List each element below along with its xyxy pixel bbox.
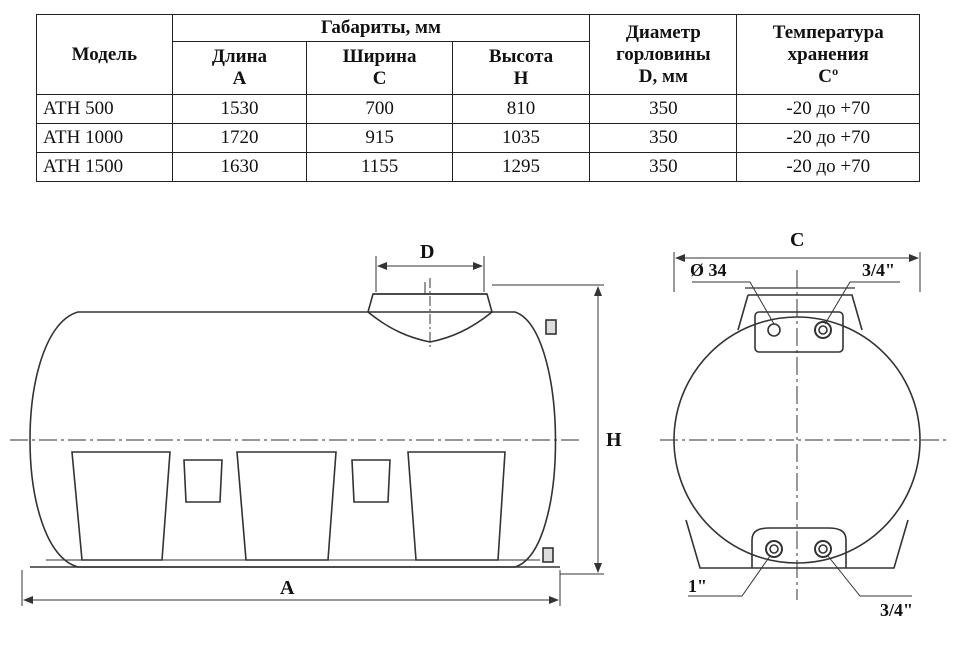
cell-neck: 350 (589, 123, 738, 153)
header-width: Ширина C (306, 41, 453, 95)
end-view (660, 252, 950, 600)
cell-temperature: -20 до +70 (736, 152, 920, 182)
cell-width: 1155 (306, 152, 453, 182)
fitting-bottom-side (542, 547, 554, 563)
leader-top-fitting (824, 281, 900, 325)
label-c: C (790, 229, 804, 251)
leg-3 (407, 451, 506, 561)
cell-model: АТН 1000 (36, 123, 173, 153)
cell-temperature: -20 до +70 (736, 123, 920, 153)
header-model: Модель (36, 14, 173, 95)
leg-1 (71, 451, 171, 561)
end-top-saddle (737, 294, 863, 331)
table-row: АТН 1500 1630 1155 1295 350 -20 до +70 (36, 152, 920, 182)
leg-2 (236, 451, 337, 561)
header-storage-temperature: Температура хранения Cº (736, 14, 920, 95)
label-a: A (280, 577, 295, 599)
cell-model: АТН 1500 (36, 152, 173, 182)
window-1 (183, 459, 223, 503)
cell-temperature: -20 до +70 (736, 94, 920, 124)
label-d: D (420, 241, 434, 263)
window-2 (351, 459, 391, 503)
label-bottom-left-fitting: 1" (688, 576, 707, 596)
cell-length: 1720 (171, 123, 308, 153)
leader-bottom-left (688, 555, 771, 597)
cell-neck: 350 (589, 94, 738, 124)
label-top-fitting: 3/4" (862, 260, 895, 280)
label-bottom-right-fitting: 3/4" (880, 600, 913, 620)
cell-height: 1295 (451, 152, 591, 182)
cell-model: АТН 500 (36, 94, 173, 124)
header-length: Длина A (171, 41, 308, 95)
label-h: H (606, 429, 622, 451)
cell-width: 700 (306, 94, 453, 124)
leader-diam34 (692, 281, 775, 325)
table-row: АТН 500 1530 700 810 350 -20 до +70 (36, 94, 920, 124)
neck-side (367, 293, 493, 343)
side-view (10, 256, 604, 606)
cell-length: 1630 (171, 152, 308, 182)
bottom-fitting-plate (751, 527, 847, 568)
leader-bottom-right (827, 555, 912, 597)
header-dimensions: Габариты, мм (171, 14, 591, 42)
top-fitting-plate (754, 311, 844, 353)
table-row: АТН 1000 1720 915 1035 350 -20 до +70 (36, 123, 920, 153)
header-neck-diameter: Диаметр горловины D, мм (589, 14, 738, 95)
label-diam34: Ø 34 (690, 260, 727, 280)
specification-table: Модель Габариты, мм Диаметр горловины D,… (36, 14, 920, 182)
fitting-top-side (545, 319, 557, 335)
cell-neck: 350 (589, 152, 738, 182)
cell-width: 915 (306, 123, 453, 153)
